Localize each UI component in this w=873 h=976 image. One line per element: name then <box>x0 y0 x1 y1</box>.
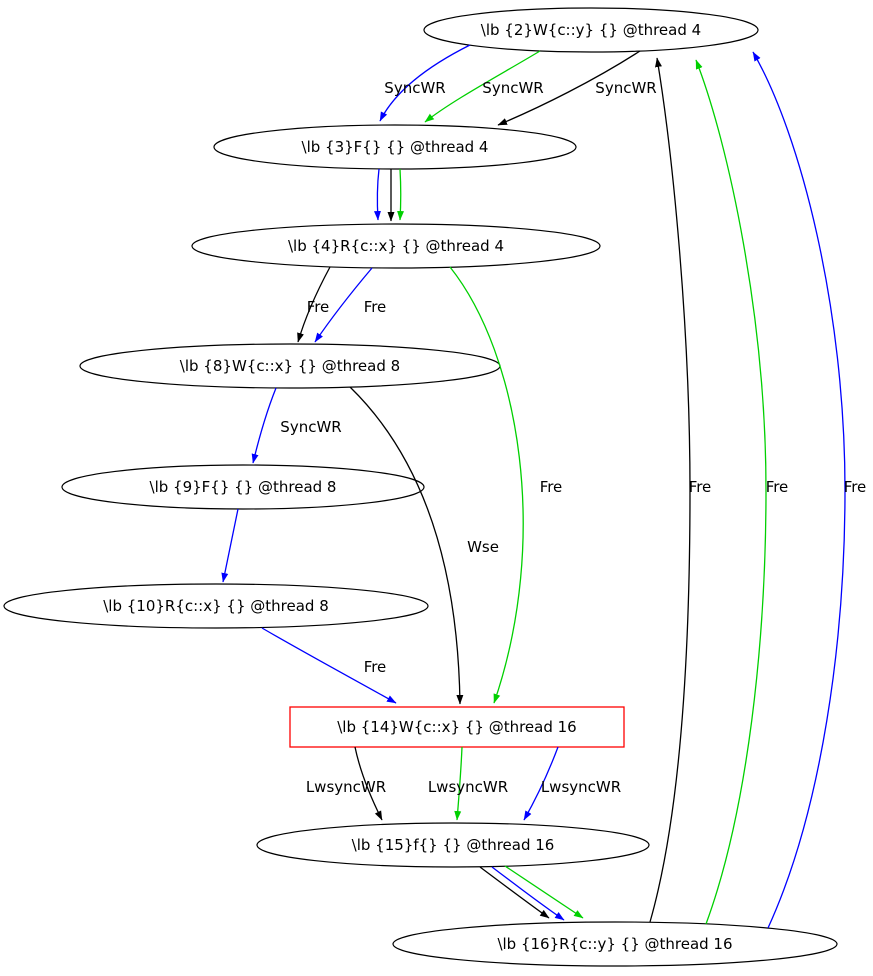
edge-16-2-fre-black: Fre <box>649 57 712 923</box>
edge-label: Fre <box>766 478 789 496</box>
node-14-label: \lb {14}W{c::x} {} @thread 16 <box>337 718 576 736</box>
edge-label: LwsyncWR <box>428 778 508 796</box>
node-4: \lb {4}R{c::x} {} @thread 4 <box>191 223 601 269</box>
edge-label: LwsyncWR <box>306 778 386 796</box>
edge-label: Fre <box>844 478 867 496</box>
edge-8-14-wse-black: Wse <box>349 386 499 705</box>
node-14-highlighted: \lb {14}W{c::x} {} @thread 16 <box>289 706 625 748</box>
edge-label: Fre <box>689 478 712 496</box>
edge-14-15-lwsyncwr-black: LwsyncWR <box>306 746 386 821</box>
node-9-label: \lb {9}F{} {} @thread 8 <box>150 478 337 496</box>
edge-3-4-blue <box>373 168 381 221</box>
edge-9-10-blue <box>221 508 239 583</box>
node-3: \lb {3}F{} {} @thread 4 <box>213 124 577 170</box>
edge-14-15-lwsyncwr-green: LwsyncWR <box>428 746 508 821</box>
node-10-label: \lb {10}R{c::x} {} @thread 8 <box>103 597 329 615</box>
node-16-label: \lb {16}R{c::y} {} @thread 16 <box>497 935 732 953</box>
edge-15-16-black <box>479 866 550 919</box>
edge-16-2-fre-blue: Fre <box>752 51 867 929</box>
node-10: \lb {10}R{c::x} {} @thread 8 <box>3 583 429 629</box>
edge-path <box>695 59 767 925</box>
edge-label: SyncWR <box>384 79 445 97</box>
node-15-shape <box>256 822 650 868</box>
edge-path <box>349 386 464 705</box>
edge-2-3-syncwr-blue: SyncWR <box>379 44 471 122</box>
node-16: \lb {16}R{c::y} {} @thread 16 <box>392 921 838 967</box>
edge-4-8-fre-blue: Fre <box>314 267 387 343</box>
edge-label: Fre <box>307 298 330 316</box>
edge-label: SyncWR <box>280 418 341 436</box>
node-2-shape <box>423 7 759 53</box>
edge-label: SyncWR <box>482 79 543 97</box>
node-15-label: \lb {15}f{} {} @thread 16 <box>352 836 555 854</box>
edge-path <box>379 44 471 122</box>
edge-path <box>454 746 463 821</box>
node-2-label: \lb {2}W{c::y} {} @thread 4 <box>481 21 701 39</box>
edge-path <box>649 57 691 923</box>
edge-path <box>752 51 846 929</box>
edge-path <box>354 746 383 821</box>
edge-2-3-syncwr-black: SyncWR <box>497 50 657 126</box>
node-10-shape <box>3 583 429 629</box>
edge-path <box>523 746 559 821</box>
edge-label: Fre <box>364 658 387 676</box>
edge-path <box>449 266 524 704</box>
node-9: \lb {9}F{} {} @thread 8 <box>61 464 425 510</box>
edge-path <box>314 267 373 343</box>
edge-3-4-green <box>397 168 405 221</box>
edge-4-14-fre-green: Fre <box>449 266 563 704</box>
node-8-label: \lb {8}W{c::x} {} @thread 8 <box>180 357 400 375</box>
node-9-shape <box>61 464 425 510</box>
node-4-label: \lb {4}R{c::x} {} @thread 4 <box>288 237 504 255</box>
edge-path <box>497 50 641 126</box>
edge-8-9-syncwr-blue: SyncWR <box>251 387 342 464</box>
edge-4-8-fre-black: Fre <box>297 266 331 343</box>
edge-path <box>491 866 565 921</box>
edge-path <box>221 508 239 583</box>
node-3-shape <box>213 124 577 170</box>
edge-15-16-blue <box>491 866 565 921</box>
edge-path <box>504 865 584 919</box>
edge-path <box>251 387 277 464</box>
edge-14-15-lwsyncwr-blue: LwsyncWR <box>523 746 621 821</box>
edge-label: Fre <box>540 478 563 496</box>
edge-path <box>424 50 541 123</box>
node-16-shape <box>392 921 838 967</box>
edge-path <box>297 266 331 343</box>
edge-path <box>261 627 397 704</box>
node-15: \lb {15}f{} {} @thread 16 <box>256 822 650 868</box>
edge-label: SyncWR <box>595 79 656 97</box>
edge-path <box>479 866 550 919</box>
edge-16-2-fre-green: Fre <box>695 59 789 925</box>
edge-15-16-green <box>504 865 584 919</box>
node-2: \lb {2}W{c::y} {} @thread 4 <box>423 7 759 53</box>
edge-label: Wse <box>467 538 499 556</box>
edge-path <box>373 168 381 221</box>
edge-2-3-syncwr-green: SyncWR <box>424 50 544 123</box>
edge-10-14-fre-blue: Fre <box>261 627 397 704</box>
node-3-label: \lb {3}F{} {} @thread 4 <box>302 138 489 156</box>
node-8: \lb {8}W{c::x} {} @thread 8 <box>79 343 501 389</box>
edge-label: LwsyncWR <box>541 778 621 796</box>
node-14-shape <box>289 706 625 748</box>
edge-label: Fre <box>364 298 387 316</box>
node-4-shape <box>191 223 601 269</box>
edge-path <box>397 168 405 221</box>
